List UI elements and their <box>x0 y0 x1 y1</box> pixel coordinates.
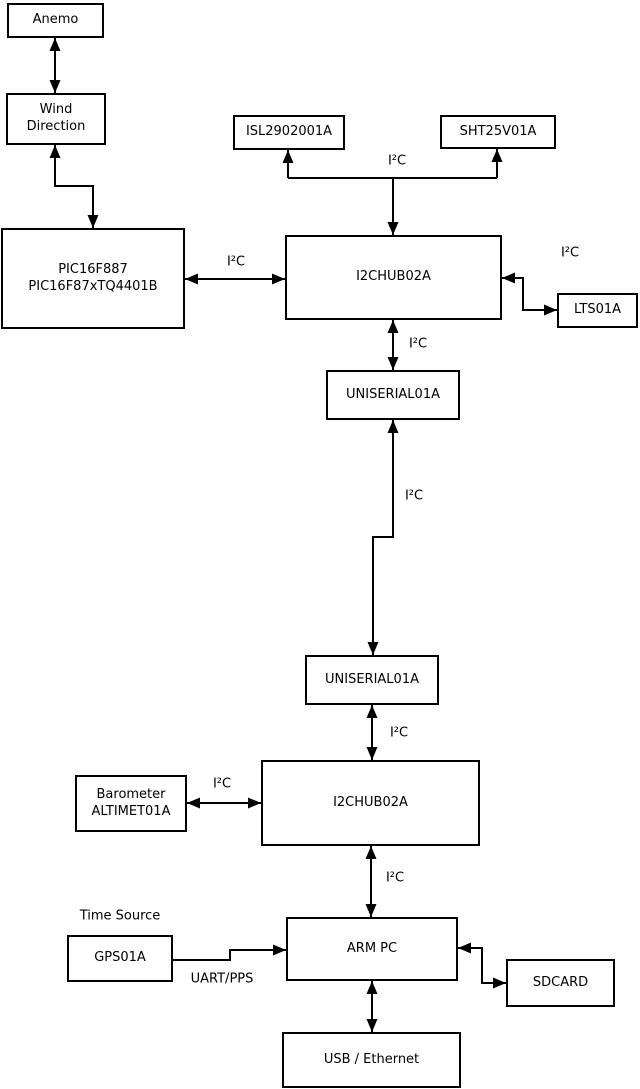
label-time-source: Time Source <box>79 908 161 924</box>
connector-i2chub-lts <box>502 272 557 316</box>
node-pic-microcontroller: PIC16F887 PIC16F87xTQ4401B <box>1 228 185 329</box>
label-i2c-sensor-branch: I²C <box>387 153 407 169</box>
label-i2c-hub2-armpc: I²C <box>385 870 405 886</box>
node-sdcard: SDCARD <box>506 959 615 1007</box>
connector-gps-armpc <box>173 944 286 961</box>
label-i2c-hub-uniserial: I²C <box>408 336 428 352</box>
node-uniserial-top: UNISERIAL01A <box>326 370 460 420</box>
connector-uniserial-uniserial <box>367 420 399 655</box>
node-arm-pc: ARM PC <box>286 917 458 981</box>
node-isl2902001a: ISL2902001A <box>233 115 345 150</box>
node-wind-direction: Wind Direction <box>6 93 106 145</box>
label-i2c-pic-hub: I²C <box>226 254 246 270</box>
node-barometer-altimet01a: Barometer ALTIMET01A <box>75 775 187 832</box>
label-i2c-barometer: I²C <box>212 776 232 792</box>
label-i2c-uniserial-hub2: I²C <box>389 725 409 741</box>
label-uart-pps: UART/PPS <box>190 971 254 987</box>
node-gps01a: GPS01A <box>67 935 173 982</box>
node-sht25v01a: SHT25V01A <box>440 115 556 149</box>
node-i2chub-bottom: I2CHUB02A <box>261 760 480 846</box>
node-lts01a: LTS01A <box>557 293 638 328</box>
label-i2c-lts: I²C <box>560 245 580 261</box>
node-anemo: Anemo <box>7 3 104 38</box>
connector-wind-pic <box>49 145 99 228</box>
node-usb-ethernet: USB / Ethernet <box>282 1032 461 1088</box>
connector-armpc-sdcard <box>458 942 506 989</box>
node-uniserial-bottom: UNISERIAL01A <box>305 655 439 705</box>
label-i2c-uniserial-link: I²C <box>404 488 424 504</box>
node-i2chub-top: I2CHUB02A <box>285 235 502 320</box>
